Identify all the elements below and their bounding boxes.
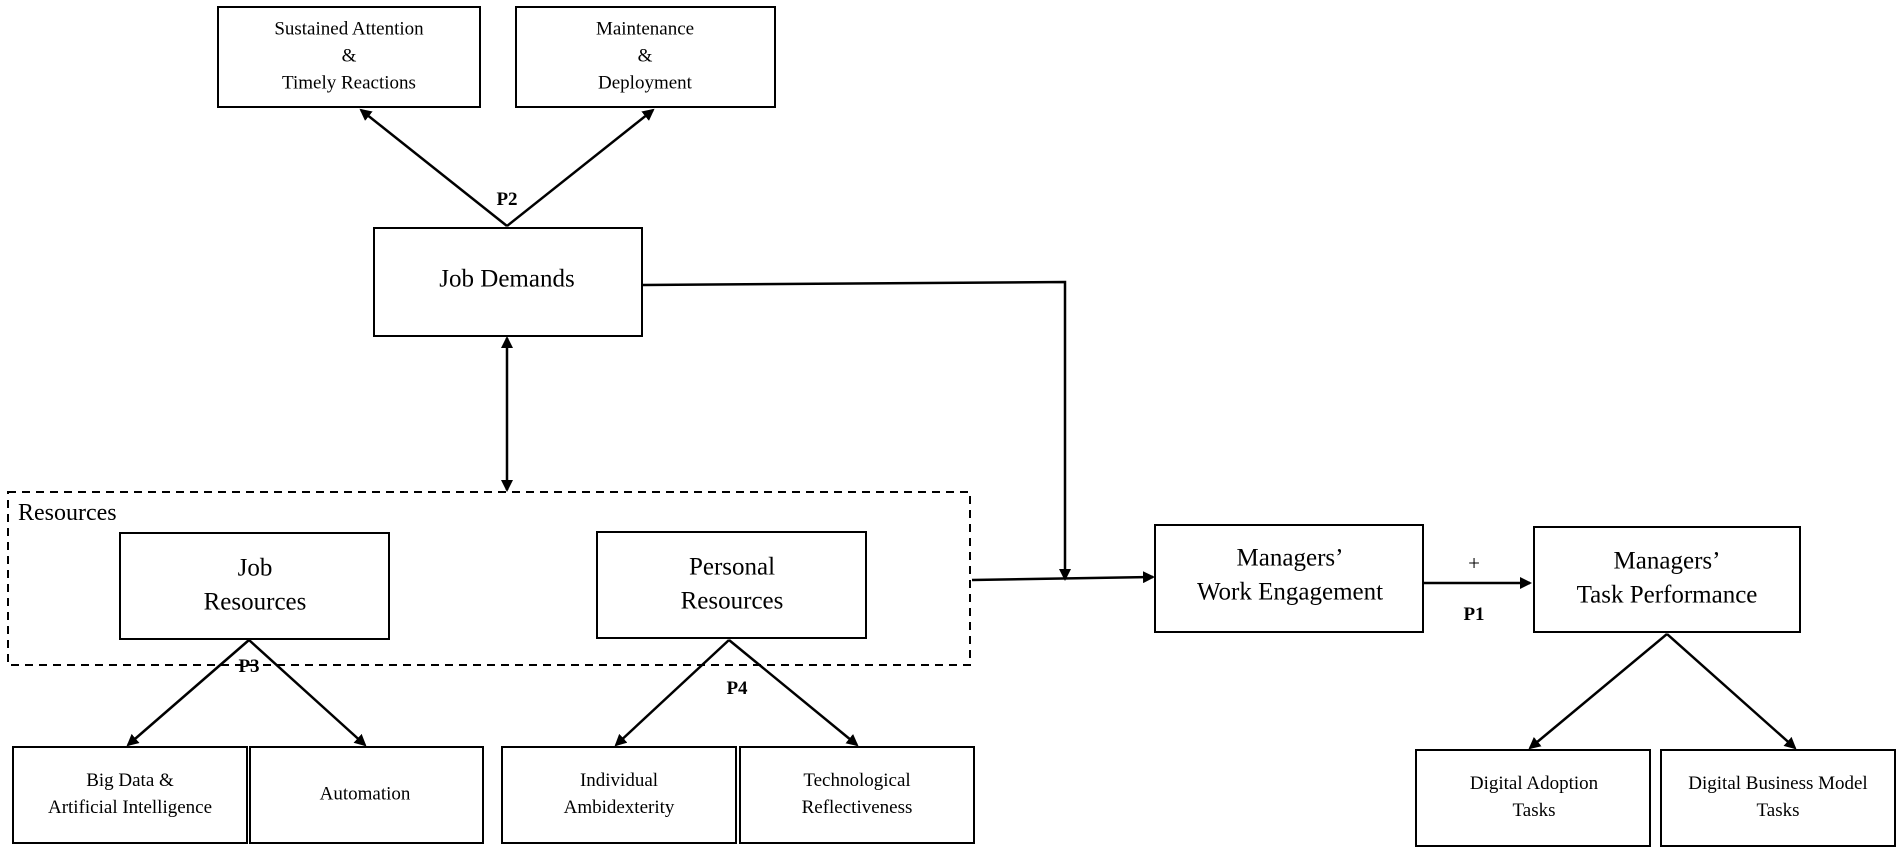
edge-personal-resources-to-reflectiveness — [728, 639, 859, 747]
resources-group-title: Resources — [18, 500, 117, 526]
node-reflectiveness-label-line: Technological — [803, 770, 910, 791]
node-maintenance-label-line: Deployment — [598, 72, 693, 93]
node-job-demands-label-line: Job Demands — [439, 266, 574, 293]
node-work-engagement-label-line: Work Engagement — [1197, 579, 1383, 606]
edge-job-resources-to-big-data — [126, 639, 250, 747]
node-digital-adoption-label-line: Tasks — [1512, 800, 1555, 821]
node-maintenance: Maintenance & Deployment — [515, 6, 776, 108]
node-job-demands: Job Demands — [373, 227, 643, 337]
edge-job-demands-to-work-engagement — [642, 280, 1071, 581]
node-big-data: Big Data & Artificial Intelligence — [12, 746, 248, 844]
node-digital-business-label-line: Tasks — [1756, 800, 1799, 821]
node-ambidexterity-label-line: Ambidexterity — [564, 797, 675, 818]
node-sustained-attention: Sustained Attention & Timely Reactions — [217, 6, 481, 108]
node-automation: Automation — [249, 746, 484, 844]
resources-group: Resources — [7, 491, 971, 666]
node-work-engagement: Managers’ Work Engagement — [1154, 524, 1424, 633]
node-job-resources-label-line: Job — [238, 555, 273, 582]
positive-sign-label: + — [1468, 551, 1480, 575]
node-personal-resources-label-line: Personal — [689, 554, 775, 581]
node-task-performance-label-line: Task Performance — [1577, 582, 1758, 609]
edge-job-demands-to-maintenance — [506, 108, 655, 227]
node-task-performance: Managers’ Task Performance — [1533, 526, 1801, 633]
node-digital-adoption-label-line: Digital Adoption — [1470, 773, 1599, 794]
node-job-resources-label-line: Resources — [204, 589, 307, 616]
node-maintenance-label-line: Maintenance — [596, 18, 694, 39]
edge-job-resources-to-automation — [248, 639, 367, 747]
node-personal-resources-label-line: Resources — [681, 588, 784, 615]
node-task-performance-label-line: Managers’ — [1614, 548, 1721, 575]
node-reflectiveness-label-line: Reflectiveness — [802, 797, 913, 818]
proposition-p1-label: P1 — [1463, 604, 1484, 625]
node-work-engagement-label-line: Managers’ — [1237, 545, 1344, 572]
edges — [126, 108, 1797, 750]
node-maintenance-label-line: & — [638, 45, 653, 66]
edge-task-performance-to-digital-business — [1666, 633, 1797, 750]
node-automation-label-line: Automation — [320, 783, 411, 804]
proposition-p3-label: P3 — [238, 656, 259, 677]
edge-resources-to-work-engagement — [971, 571, 1155, 584]
proposition-p4-label: P4 — [726, 678, 748, 699]
node-sustained-attention-label-line: Timely Reactions — [282, 72, 416, 93]
node-sustained-attention-label-line: & — [342, 45, 357, 66]
node-big-data-label-line: Artificial Intelligence — [48, 797, 212, 818]
edge-task-performance-to-digital-adoption — [1528, 633, 1668, 750]
node-ambidexterity-label-line: Individual — [580, 770, 658, 791]
node-big-data-label-line: Big Data & — [86, 770, 174, 791]
edge-job-demands-to-sustained-attention — [359, 108, 508, 227]
proposition-labels: P2 P1 + P3 P4 — [238, 189, 1484, 699]
proposition-p2-label: P2 — [496, 189, 517, 210]
node-sustained-attention-label-line: Sustained Attention — [274, 18, 424, 39]
node-digital-business-label-line: Digital Business Model — [1688, 773, 1867, 794]
edge-personal-resources-to-ambidexterity — [614, 639, 730, 747]
